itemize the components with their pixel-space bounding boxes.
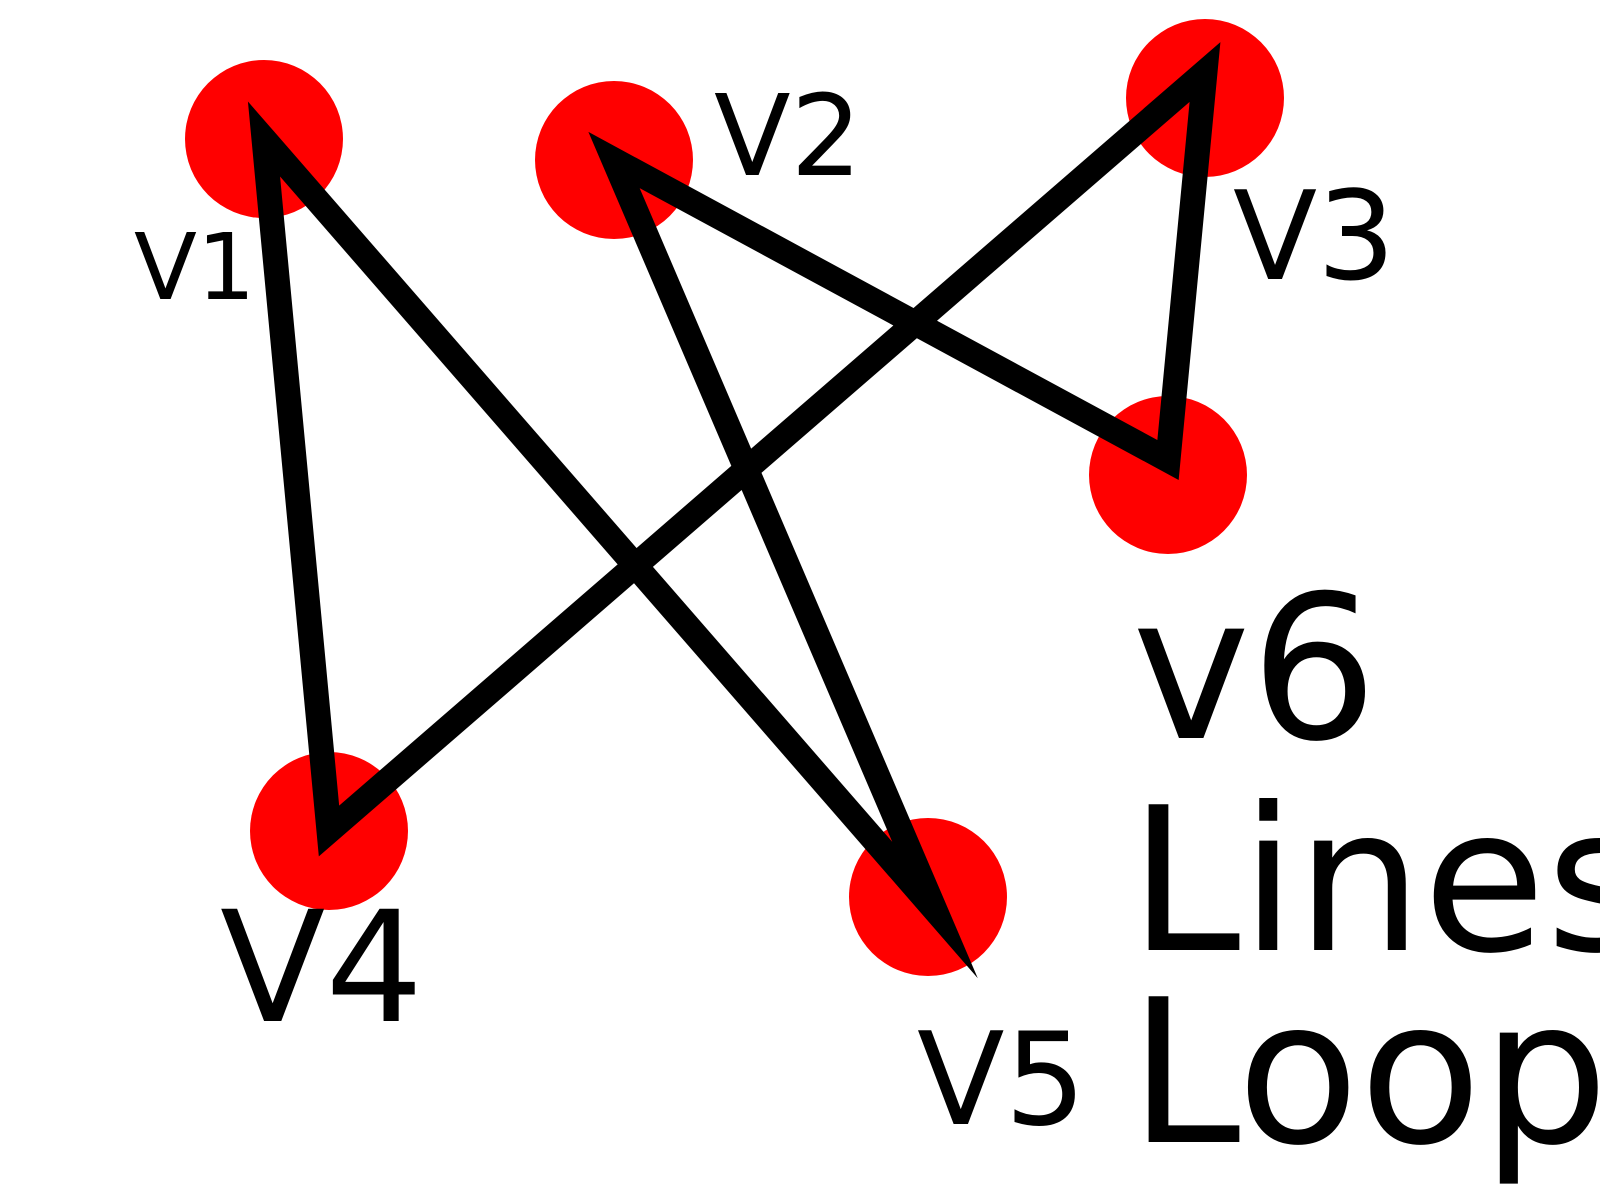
vertex-label-v2: V2 — [714, 72, 862, 202]
caption-lines: Lines — [1129, 765, 1600, 998]
caption: Lines Loop — [1129, 765, 1600, 1190]
vertex-label-v6: v6 — [1132, 553, 1378, 786]
edge-loop — [247, 42, 1221, 979]
vertex-label-v5: V5 — [917, 1006, 1086, 1155]
vertex-label-v3: V3 — [1233, 166, 1395, 309]
caption-loop: Loop — [1129, 957, 1600, 1190]
vertex-labels: V1 V2 V3 V4 V5 v6 — [134, 72, 1395, 1155]
vertex-label-v1: V1 — [134, 214, 255, 321]
vertex-label-v4: V4 — [220, 879, 423, 1058]
